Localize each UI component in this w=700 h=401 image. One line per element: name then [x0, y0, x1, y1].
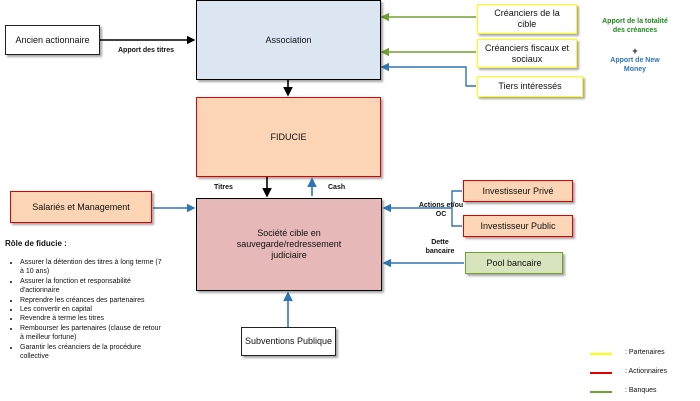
salaries-box: Salariés et Management — [10, 191, 152, 223]
legend-line-actionnaires — [590, 372, 612, 374]
ancien-actionnaire-box: Ancien actionnaire — [5, 25, 100, 55]
salaries-label: Salariés et Management — [32, 201, 130, 212]
list-item: Assurer la détention des titres à long t… — [20, 258, 165, 277]
apport-titres-label: Apport des titres — [118, 47, 175, 54]
list-item: Revendre à terme les titres — [20, 314, 165, 323]
titres-label: Titres — [214, 184, 233, 191]
investisseur-public-box: Investisseur Public — [463, 215, 573, 237]
association-label: Association — [265, 34, 312, 45]
role-fiducie-title: Rôle de fiducie : — [5, 239, 67, 248]
subventions-box: Subventions Publique — [241, 327, 336, 356]
investisseur-prive-box: Investisseur Privé — [463, 180, 573, 202]
creanciers-cible-box: Créanciers de la cible — [477, 4, 577, 34]
pool-bancaire-label: Pool bancaire — [486, 257, 542, 268]
association-box: Association — [196, 0, 381, 80]
societe-cible-label: Société cible en sauvegarde/redressement… — [236, 228, 342, 260]
fiducie-box: FIDUCIE — [196, 97, 381, 177]
list-item: Reprendre les créances des partenaires — [20, 296, 165, 305]
ancien-actionnaire-label: Ancien actionnaire — [15, 34, 90, 45]
legend-line-partenaires — [590, 353, 612, 355]
creanciers-fiscaux-label: Créanciers fiscaux et sociaux — [484, 42, 570, 64]
tiers-interesses-box: Tiers intéressés — [477, 76, 583, 97]
plus-sign: + — [632, 46, 638, 56]
legend-text-partenaires: : Partenaires — [625, 349, 665, 356]
tiers-interesses-label: Tiers intéressés — [498, 81, 562, 92]
societe-cible-box: Société cible en sauvegarde/redressement… — [196, 198, 382, 291]
investisseur-prive-label: Investisseur Privé — [482, 185, 554, 196]
dette-bancaire-label: Dette bancaire — [425, 239, 455, 255]
legend-line-banques — [590, 391, 612, 393]
investisseur-public-label: Investisseur Public — [480, 220, 556, 231]
subventions-label: Subventions Publique — [244, 336, 333, 347]
legend-text-banques: : Banques — [625, 387, 657, 394]
new-money-label: Apport de New Money — [610, 57, 660, 73]
apport-totalite-label: Apport de la totalité des créances — [602, 18, 668, 34]
list-item: Garantir les créanciers de la procédure … — [20, 343, 165, 362]
creanciers-fiscaux-box: Créanciers fiscaux et sociaux — [477, 39, 577, 68]
arrow-tiers-to-association — [380, 62, 476, 87]
fiducie-label: FIDUCIE — [270, 131, 307, 142]
creanciers-cible-label: Créanciers de la cible — [494, 8, 560, 29]
legend-text-actionnaires: : Actionnaires — [625, 368, 668, 375]
cash-label: Cash — [328, 184, 346, 191]
list-item: Rembourser les partenaires (clause de re… — [20, 324, 165, 343]
role-fiducie-list: Assurer la détention des titres à long t… — [5, 258, 165, 361]
list-item: Assurer la fonction et responsabilité d'… — [20, 277, 165, 296]
pool-bancaire-box: Pool bancaire — [465, 252, 563, 274]
actions-oc-label: Actions et/ou OC — [418, 202, 464, 218]
list-item: Les convertir en capital — [20, 305, 165, 314]
